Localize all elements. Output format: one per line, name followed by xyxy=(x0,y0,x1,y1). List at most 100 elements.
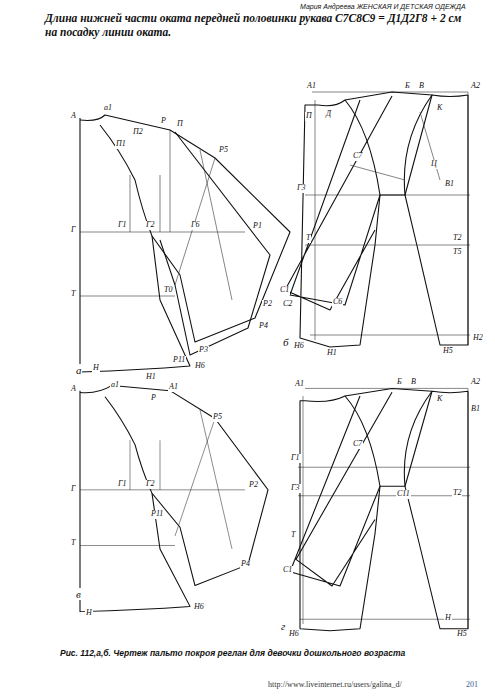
point-label: Г3 xyxy=(290,484,301,493)
body-text: Длина нижней части оката передней полови… xyxy=(45,11,470,40)
point-label: Г2 xyxy=(145,480,156,489)
point-label: Г1 xyxy=(290,454,301,463)
page-number: 201 xyxy=(466,681,478,690)
raglan-line xyxy=(100,125,152,236)
point-label: Ц xyxy=(430,160,438,169)
point-label: А xyxy=(70,112,77,121)
point-label: Н1 xyxy=(326,349,338,358)
point-label: Н xyxy=(85,609,93,618)
construction-line xyxy=(175,150,232,300)
point-label: Т xyxy=(305,234,311,243)
point-label: Т2 xyxy=(452,234,462,243)
point-label: А1 xyxy=(168,383,179,392)
point-label: Н xyxy=(444,614,452,623)
watermark-url: http://www.liveinternet.ru/users/galina_… xyxy=(268,681,402,690)
point-label: Н5 xyxy=(456,630,468,639)
panel-letter: а xyxy=(76,364,82,376)
point-label: Р2 xyxy=(262,300,273,309)
panel-c-drawing xyxy=(80,385,268,611)
grid-line xyxy=(298,388,470,628)
grid-line xyxy=(80,130,245,296)
point-label: Г xyxy=(70,226,77,235)
point-label: Т xyxy=(70,539,76,548)
point-label: П xyxy=(176,120,184,129)
sleeve-top xyxy=(345,388,432,486)
panel-letter: в xyxy=(76,588,81,600)
point-label: С6 xyxy=(332,298,343,307)
sleeve-outline xyxy=(80,115,290,342)
point-label: Р2 xyxy=(248,481,259,490)
point-label: Н2 xyxy=(472,334,484,343)
point-label: Н xyxy=(92,364,100,373)
front-outline xyxy=(300,100,380,347)
point-label: С2 xyxy=(282,300,293,309)
point-label: А2 xyxy=(470,82,481,91)
point-label: Д xyxy=(325,110,332,119)
point-label: В1 xyxy=(470,405,481,414)
bodice-outline xyxy=(80,118,190,372)
panel-letter: г xyxy=(281,620,285,632)
point-label: С7 xyxy=(352,152,363,161)
point-label: Р1 xyxy=(252,222,263,231)
sleeve-outline xyxy=(160,132,270,355)
point-label: П xyxy=(305,112,313,121)
point-label: Р xyxy=(150,394,157,403)
point-label: Т0 xyxy=(163,286,173,295)
sleeve-outline xyxy=(285,96,392,310)
point-label: а1 xyxy=(110,381,120,390)
page-header: Мария Андреева ЖЕНСКАЯ И ДЕТСКАЯ ОДЕЖДА xyxy=(300,3,466,11)
point-label: В xyxy=(418,82,425,91)
point-label: Н1 xyxy=(145,373,157,382)
point-label: Р11 xyxy=(172,356,186,365)
point-label: Н6 xyxy=(288,630,300,639)
point-label: Р4 xyxy=(240,560,251,569)
point-label: П1 xyxy=(115,140,127,149)
point-label: П2 xyxy=(132,128,144,137)
point-label: Р11 xyxy=(150,510,164,519)
point-label: А2 xyxy=(470,378,481,387)
point-label: Н6 xyxy=(194,362,206,371)
point-label: С1 xyxy=(282,566,293,575)
point-label: К xyxy=(436,104,443,113)
point-label: В xyxy=(410,378,417,387)
point-label: Н6 xyxy=(293,342,305,351)
point-label: Г3 xyxy=(296,184,307,193)
point-label: А xyxy=(70,385,77,394)
panel-a-drawing xyxy=(80,115,290,372)
point-label: Т xyxy=(70,290,76,299)
figure-caption: Рис. 112,а,б. Чертеж пальто покроя регла… xyxy=(60,649,405,658)
front-outline xyxy=(300,396,380,631)
point-label: Н6 xyxy=(193,603,205,612)
grid-line xyxy=(80,440,245,545)
point-label: Р4 xyxy=(258,322,269,331)
point-label: а1 xyxy=(103,104,113,113)
panel-d-drawing xyxy=(290,388,470,630)
point-label: Т2 xyxy=(452,489,462,498)
grid-line xyxy=(305,92,470,345)
point-label: Р xyxy=(160,117,167,126)
construction-line xyxy=(175,410,232,549)
point-label: Р5 xyxy=(218,146,229,155)
point-label: С1 xyxy=(279,286,290,295)
point-label: С11 xyxy=(396,490,411,499)
point-label: Б xyxy=(396,378,403,387)
sleeve-outline xyxy=(80,385,268,585)
point-label: Г xyxy=(70,485,77,494)
panel-b-drawing xyxy=(285,92,470,347)
point-label: Г1 xyxy=(117,221,128,230)
point-label: В1 xyxy=(444,180,455,189)
point-label: Г1 xyxy=(117,480,128,489)
sleeve-outline xyxy=(290,392,392,586)
back-outline xyxy=(404,391,468,629)
point-label: А1 xyxy=(306,82,317,91)
panel-letter: б xyxy=(283,336,289,348)
point-label: Г6 xyxy=(190,221,201,230)
point-label: С7 xyxy=(352,440,363,449)
construction-line xyxy=(350,112,440,180)
bodice-outline xyxy=(80,391,190,612)
point-label: Т5 xyxy=(452,248,462,257)
point-label: А1 xyxy=(294,380,305,389)
back-outline xyxy=(404,95,468,345)
point-label: Р3 xyxy=(198,346,209,355)
